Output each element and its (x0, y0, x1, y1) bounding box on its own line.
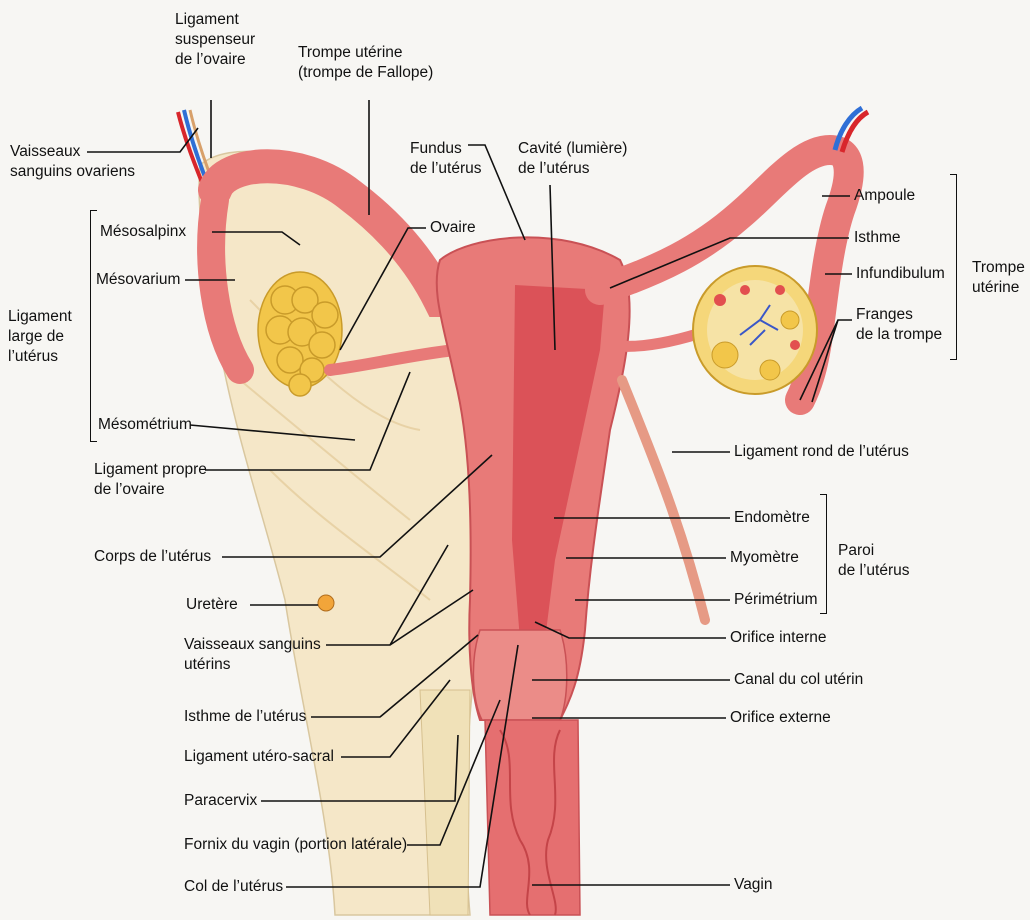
label-ovaire: Ovaire (430, 218, 476, 238)
label-orifice-externe: Orifice externe (730, 708, 831, 728)
label-mesometrium: Mésométrium (98, 415, 192, 435)
label-ligament-large: Ligament large de l’utérus (8, 307, 72, 367)
label-endometre: Endomètre (734, 508, 810, 528)
label-canal-col: Canal du col utérin (734, 670, 863, 690)
paroi-bracket (820, 494, 827, 614)
label-fundus: Fundus de l’utérus (410, 139, 482, 179)
label-infundibulum: Infundibulum (856, 264, 945, 284)
label-ligament-rond: Ligament rond de l’utérus (734, 442, 909, 462)
label-vagin: Vagin (734, 875, 773, 895)
label-col-uterus: Col de l’utérus (184, 877, 283, 897)
ligament-large-bracket (90, 210, 97, 442)
label-trompe-group: Trompe utérine (972, 258, 1025, 298)
label-corps-uterus: Corps de l’utérus (94, 547, 211, 567)
label-mesosalpinx: Mésosalpinx (100, 222, 186, 242)
label-ligament-utero-sacral: Ligament utéro-sacral (184, 747, 334, 767)
label-mesovarium: Mésovarium (96, 270, 180, 290)
label-orifice-interne: Orifice interne (730, 628, 826, 648)
round-ligament (622, 380, 705, 620)
right-ovary (693, 266, 817, 394)
label-isthme: Isthme (854, 228, 901, 248)
label-vaisseaux-ovariens: Vaisseaux sanguins ovariens (10, 142, 135, 182)
label-uretere: Uretère (186, 595, 238, 615)
label-isthme-uterus: Isthme de l’utérus (184, 707, 306, 727)
label-ligament-propre: Ligament propre de l’ovaire (94, 460, 207, 500)
label-ligament-suspenseur: Ligament suspenseur de l’ovaire (175, 10, 255, 70)
label-perimetrium: Périmétrium (734, 590, 818, 610)
label-cavite: Cavité (lumière) de l’utérus (518, 139, 627, 179)
trompe-bracket (950, 174, 957, 360)
label-paroi-uterus: Paroi de l’utérus (838, 541, 910, 581)
label-vaisseaux-uterins: Vaisseaux sanguins utérins (184, 635, 321, 675)
label-trompe-uterine: Trompe utérine (trompe de Fallope) (298, 43, 433, 83)
label-fornix: Fornix du vagin (portion latérale) (184, 835, 407, 855)
label-myometre: Myomètre (730, 548, 799, 568)
label-ampoule: Ampoule (854, 186, 915, 206)
label-franges: Franges de la trompe (856, 305, 942, 345)
label-paracervix: Paracervix (184, 791, 257, 811)
